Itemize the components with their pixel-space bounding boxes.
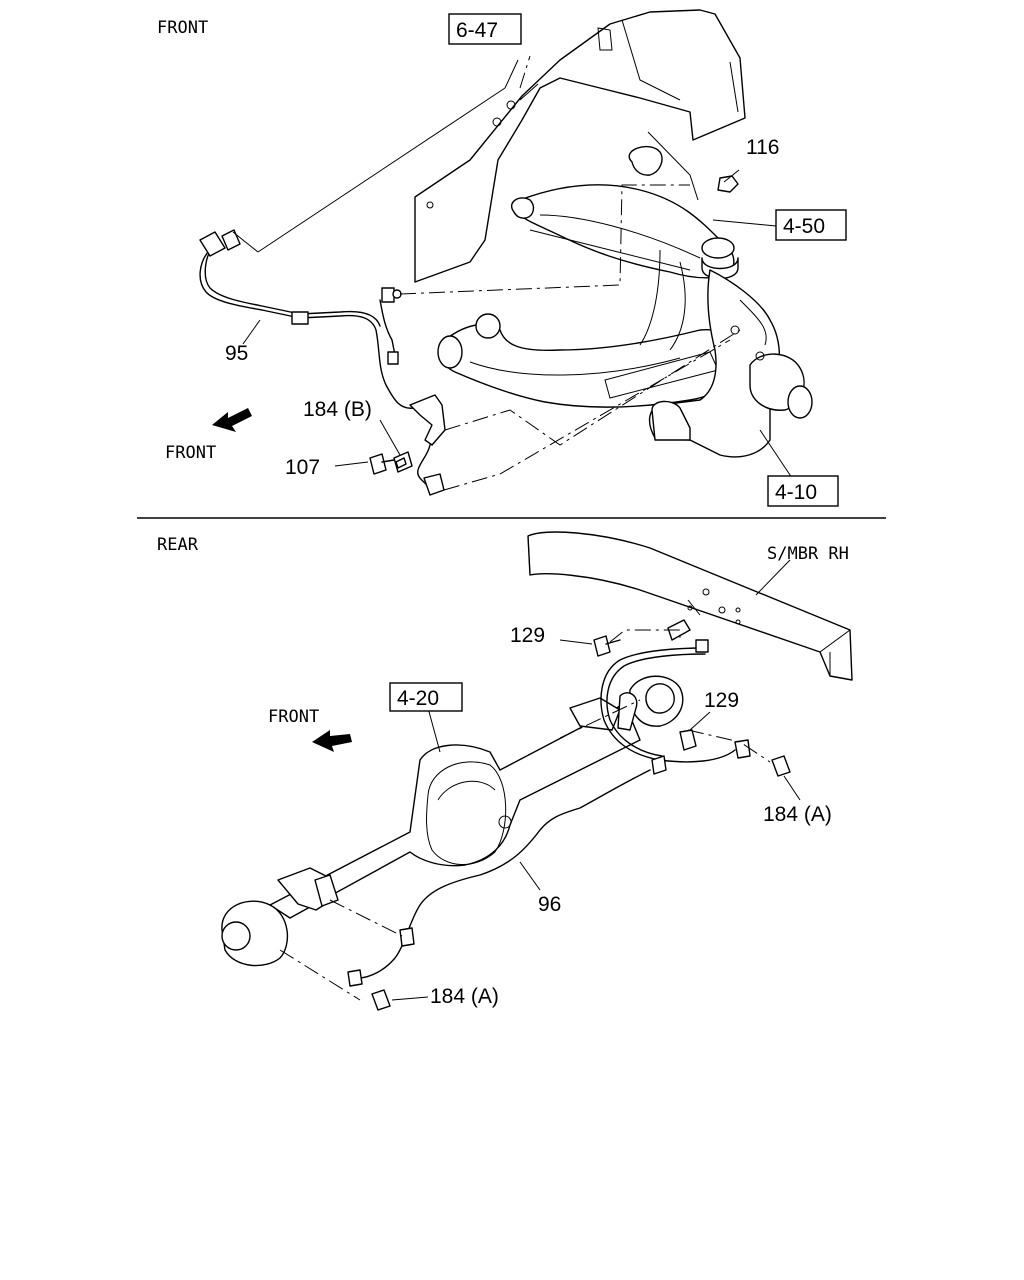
- label-184a-right: 184 (A): [763, 803, 832, 826]
- label-129-lower: 129: [704, 689, 739, 712]
- bolt-129-upper-icon: [593, 635, 611, 657]
- front-section: [199, 9, 813, 496]
- label-129-upper: 129: [510, 624, 545, 647]
- rear-section: [221, 531, 853, 1011]
- callout-6-47: 6-47: [456, 19, 498, 42]
- rear-direction-label: FRONT: [268, 707, 319, 727]
- callout-4-10: 4-10: [775, 481, 817, 504]
- front-section-title: FRONT: [157, 18, 208, 38]
- front-harness-95: [199, 251, 415, 409]
- label-184a-left: 184 (A): [430, 985, 499, 1008]
- label-96: 96: [538, 893, 561, 916]
- inner-fender-panel: [414, 9, 746, 283]
- callout-4-50-box: [775, 209, 847, 241]
- bolt-184a-left-icon: [371, 989, 391, 1011]
- nut-116-icon: [717, 175, 739, 193]
- callout-4-50: 4-50: [783, 215, 825, 238]
- front-direction-arrow-icon: [212, 408, 252, 432]
- callout-4-20: 4-20: [397, 687, 439, 710]
- rear-harness-96: [600, 647, 736, 763]
- steering-knuckle: [648, 269, 781, 458]
- bolt-107-icon: [369, 453, 387, 475]
- label-116: 116: [746, 136, 779, 159]
- callout-6-47-box: [448, 13, 522, 45]
- bolt-184a-right-icon: [771, 755, 791, 777]
- label-s-mbr-rh: S/MBR RH: [767, 544, 849, 564]
- bolt-129-lower-icon: [679, 729, 697, 751]
- rear-section-title: REAR: [157, 535, 199, 555]
- sensor-bracket: [409, 394, 446, 446]
- label-107: 107: [285, 456, 320, 479]
- front-direction-label: FRONT: [165, 443, 216, 463]
- rear-direction-arrow-icon: [312, 730, 352, 752]
- callout-4-20-box: [389, 682, 463, 712]
- label-95: 95: [225, 342, 248, 365]
- label-184b: 184 (B): [303, 398, 372, 421]
- callout-4-10-box: [767, 475, 839, 507]
